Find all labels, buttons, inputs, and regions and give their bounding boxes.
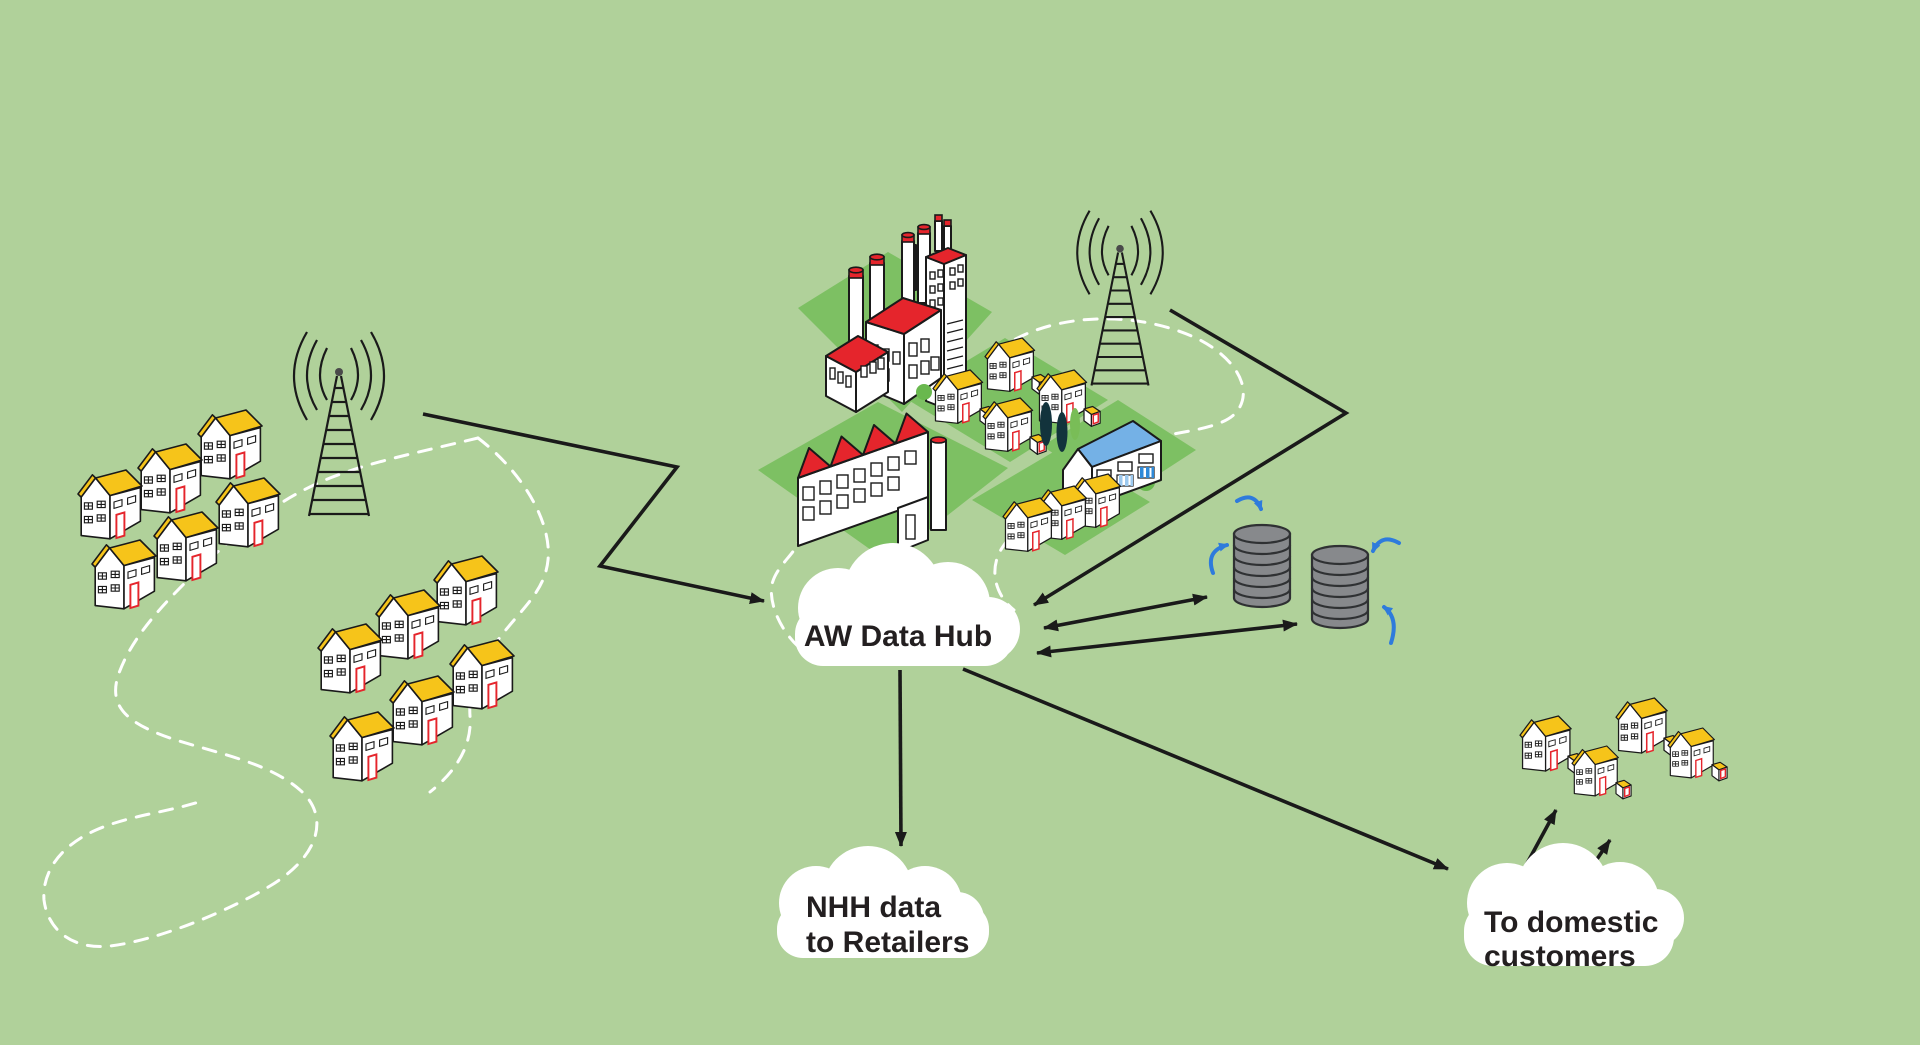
building-roof <box>865 297 942 335</box>
sawtooth-factory <box>797 412 947 553</box>
chimney <box>934 214 943 252</box>
arrow-village-to-hub <box>1033 308 1350 607</box>
dashed-path-icon <box>769 466 838 662</box>
awning-blue <box>1116 474 1134 487</box>
cloud-icon <box>1464 843 1684 966</box>
arrow-hub-database-2 <box>1036 619 1298 658</box>
domestic-label-line2: customers <box>1484 940 1636 973</box>
factory-door <box>905 514 916 540</box>
nhh-label-line2: to Retailers <box>806 926 969 959</box>
factory-chimney-cap <box>930 436 947 444</box>
factory-windows <box>802 450 917 521</box>
cypress-tree-icon <box>1056 412 1068 452</box>
factory-roof-tooth <box>894 412 929 445</box>
sync-arrow-icon <box>1382 605 1396 645</box>
flow-arrows <box>422 308 1612 892</box>
window-dots <box>929 264 964 308</box>
hub-cloud: AW Data Hub <box>795 543 1020 666</box>
chimney <box>869 253 885 326</box>
database-sync-arrows <box>1208 495 1401 645</box>
sync-arrow-icon <box>1235 495 1263 511</box>
windows <box>829 357 885 388</box>
hub-label: AW Data Hub <box>804 620 992 653</box>
dashed-path-icon <box>428 436 550 794</box>
building-roof <box>925 247 967 265</box>
chimney <box>901 231 915 309</box>
power-station <box>825 214 967 413</box>
awning-blue <box>1137 466 1155 479</box>
factory-chimney <box>930 439 947 531</box>
factory-roof-tooth <box>829 435 864 468</box>
factory-roof-tooth <box>797 447 832 479</box>
bush-icon <box>916 384 932 400</box>
cloud-icon <box>795 543 1020 666</box>
arrow-west-cluster-to-hub <box>422 412 765 604</box>
cloud-icon <box>777 846 989 958</box>
building-roof <box>825 335 889 373</box>
cypress-tree-icon <box>1040 402 1052 446</box>
database-icon <box>1310 544 1370 630</box>
sync-arrow-icon <box>1208 542 1229 575</box>
cypress-tree-icon <box>1070 408 1080 440</box>
arrow-hub-to-domestic <box>962 667 1449 871</box>
database-icon <box>1232 523 1292 609</box>
sync-arrow-icon <box>1371 537 1401 553</box>
domestic-customers-cloud: To domestic customers <box>1464 843 1684 973</box>
domestic-label-line1: To domestic <box>1484 906 1658 939</box>
factory-roof-tooth <box>862 424 897 456</box>
nhh-retailers-cloud: NHH data to Retailers <box>777 846 989 959</box>
nhh-label-line1: NHH data <box>806 891 941 924</box>
arrow-hub-to-retailers <box>894 669 907 847</box>
